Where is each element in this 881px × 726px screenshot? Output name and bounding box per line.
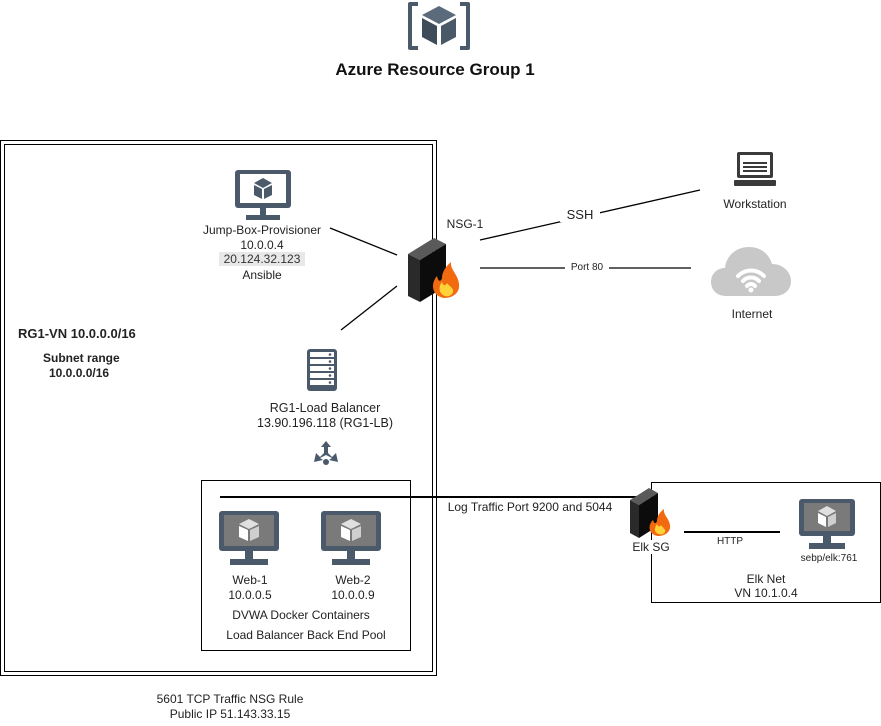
jumpbox-public-ip: 20.124.32.123 [219, 252, 305, 266]
vnet-label: RG1-VN 10.0.0.0/16 [18, 326, 136, 341]
elk-vm-monitor-icon [799, 499, 855, 549]
workstation-label: Workstation [723, 197, 787, 211]
web1-ip: 10.0.0.5 [228, 588, 272, 602]
web2-ip: 10.0.0.9 [331, 588, 375, 602]
web2-name: Web-2 [335, 573, 371, 587]
elk-vm-label: sebp/elk:761 [800, 553, 858, 564]
internet-cloud-icon [711, 247, 791, 296]
elk-vn-label: VN 10.1.0.4 [734, 586, 798, 600]
http-label: HTTP [716, 536, 744, 547]
ssh-label: SSH [560, 208, 600, 222]
backend-pool-box [201, 480, 411, 651]
web2-monitor-icon [321, 511, 381, 565]
load-balancer-ip: 13.90.196.118 (RG1-LB) [257, 416, 393, 430]
nsg-label: NSG-1 [446, 217, 484, 231]
subnet-range-label: Subnet range [43, 351, 120, 365]
elk-sg-firewall-icon [630, 488, 671, 538]
elk-sg-label: Elk SG [624, 540, 678, 554]
web1-monitor-icon [219, 511, 279, 565]
internet-label: Internet [731, 307, 773, 321]
footer-public-ip: Public IP 51.143.33.15 [169, 707, 291, 721]
log-traffic-label: Log Traffic Port 9200 and 5044 [447, 500, 613, 514]
elk-net-label: Elk Net [746, 572, 786, 586]
jumpbox-monitor-icon [235, 170, 291, 220]
nsg-firewall-icon [408, 238, 460, 302]
load-balancer-split-icon [314, 441, 338, 465]
jumpbox-name: Jump-Box-Provisioner [202, 223, 322, 237]
jumpbox-role: Ansible [242, 268, 282, 282]
jumpbox-nsg-line [329, 227, 398, 256]
web1-name: Web-1 [232, 573, 268, 587]
resource-group-outer-box [0, 140, 437, 676]
diagram-title: Azure Resource Group 1 [335, 60, 535, 79]
port80-label: Port 80 [565, 262, 609, 274]
jumpbox-private-ip: 10.0.0.4 [240, 238, 284, 252]
load-balancer-server-icon [307, 349, 337, 391]
footer-nsg-rule: 5601 TCP Traffic NSG Rule [156, 692, 304, 706]
load-balancer-name: RG1-Load Balancer [269, 401, 381, 415]
resource-group-icon [408, 2, 470, 50]
resource-group-inner-box [4, 144, 433, 672]
backend-pool-label: Load Balancer Back End Pool [226, 628, 386, 642]
subnet-range-value: 10.0.0.0/16 [49, 366, 110, 380]
lb-nsg-line [340, 285, 398, 331]
workstation-laptop-icon [734, 152, 776, 186]
docker-containers-label: DVWA Docker Containers [232, 608, 370, 622]
